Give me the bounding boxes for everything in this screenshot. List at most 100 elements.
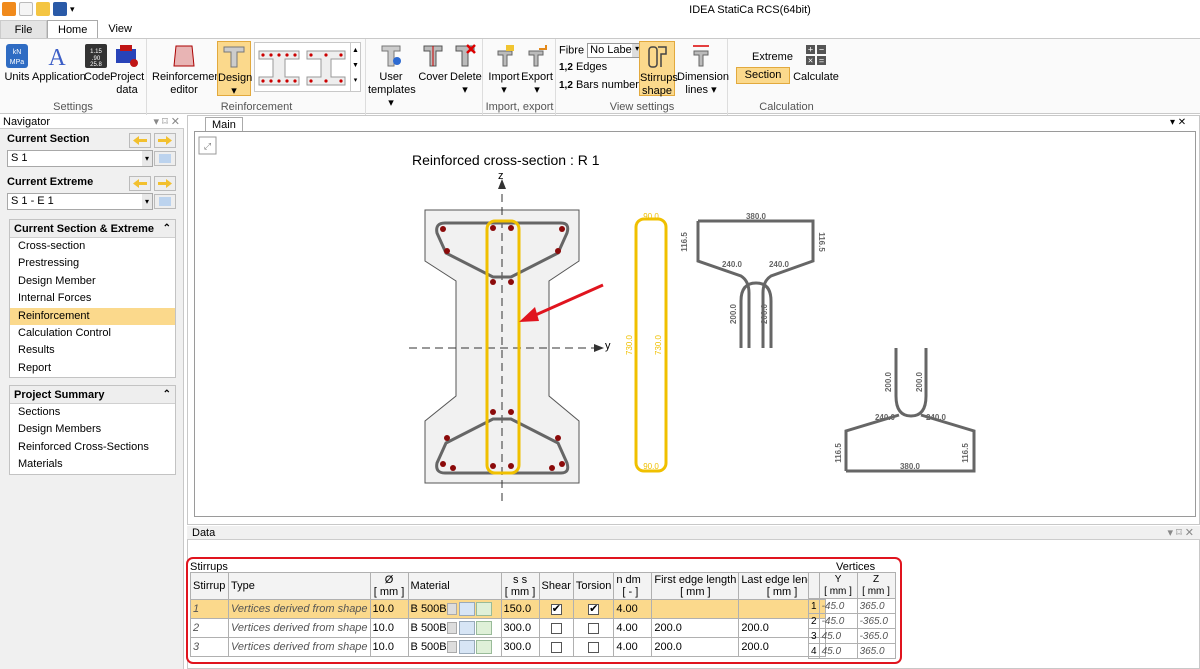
templates-gallery[interactable]: ▲▼▾ xyxy=(254,42,361,92)
material-dropdown-icon[interactable] xyxy=(446,622,457,634)
cell-material[interactable]: B 500B xyxy=(407,599,502,619)
delete-button[interactable]: Delete▾ xyxy=(450,43,482,97)
material-dropdown-icon[interactable] xyxy=(446,641,457,653)
extreme-action-button[interactable] xyxy=(154,194,176,209)
reinforcement-editor-button[interactable]: Reinforcement editor xyxy=(152,43,224,97)
nav-item-reinforced-cross-sections[interactable]: Reinforced Cross-Sections xyxy=(18,440,149,453)
open-folder-icon[interactable] xyxy=(36,2,50,16)
shear-checkbox[interactable] xyxy=(550,641,562,653)
cell-torsion[interactable] xyxy=(572,637,615,657)
application-button[interactable]: A Application xyxy=(32,45,86,83)
torsion-checkbox[interactable] xyxy=(588,641,600,653)
next-section-button[interactable] xyxy=(154,133,176,148)
import-button[interactable]: Import▾ xyxy=(486,43,522,97)
delete-icon xyxy=(455,44,476,67)
nav-item-prestressing[interactable]: Prestressing xyxy=(18,257,80,270)
prev-extreme-button[interactable] xyxy=(129,176,151,191)
torsion-checkbox[interactable] xyxy=(588,602,600,615)
cell-first-edge[interactable]: 200.0 xyxy=(651,618,740,638)
tab-view[interactable]: View xyxy=(108,23,132,35)
design-button[interactable]: Design▾ xyxy=(217,41,252,97)
cell-shear[interactable] xyxy=(538,618,574,638)
edit-material-icon[interactable] xyxy=(458,621,475,635)
shear-checkbox[interactable] xyxy=(550,622,562,634)
cell-last-edge[interactable]: 200.0 xyxy=(738,637,826,657)
tab-home[interactable]: Home xyxy=(47,20,99,39)
current-section-select[interactable]: S 1▾ xyxy=(7,150,153,167)
user-templates-button[interactable]: User templates ▾ xyxy=(368,43,416,110)
main-window-controls[interactable]: ▾ ✕ xyxy=(1170,117,1187,128)
collapse-icon[interactable]: ⌃ xyxy=(162,223,171,234)
torsion-checkbox[interactable] xyxy=(588,622,600,634)
export-button[interactable]: Export▾ xyxy=(520,43,554,97)
cover-button[interactable]: Cover xyxy=(418,43,448,84)
cell-ndm[interactable]: 4.00 xyxy=(613,637,653,657)
collapse-icon[interactable]: ⌃ xyxy=(162,389,171,400)
edit-material-icon[interactable] xyxy=(458,602,475,616)
dimension-lines-button[interactable]: Dimension lines ▾ xyxy=(677,43,729,97)
calculate-button[interactable]: +−×= Calculate xyxy=(793,44,839,84)
nav-item-internal-forces[interactable]: Internal Forces xyxy=(18,292,92,305)
cell-diameter[interactable]: 10.0 xyxy=(369,637,409,657)
refresh-icon[interactable] xyxy=(475,621,492,635)
cell-ndm[interactable]: 4.00 xyxy=(613,599,653,619)
section-action-button[interactable] xyxy=(154,151,176,166)
next-extreme-button[interactable] xyxy=(154,176,176,191)
cell-torsion[interactable] xyxy=(572,599,615,619)
fibre-dropdown-icon: ▾ xyxy=(632,44,643,57)
edges-toggle[interactable]: 1,2 Edges xyxy=(559,61,608,73)
panel-pin-close-icon[interactable]: ▾ ⌑ ✕ xyxy=(153,116,181,128)
qat-dropdown-icon[interactable]: ▾ xyxy=(70,4,75,14)
current-extreme-select[interactable]: S 1 - E 1▾ xyxy=(7,193,153,210)
refresh-icon[interactable] xyxy=(475,640,492,654)
cell-first-edge[interactable]: 200.0 xyxy=(651,637,740,657)
col-torsion: Torsion xyxy=(572,572,615,600)
tab-main[interactable]: Main xyxy=(205,117,243,132)
table-row[interactable]: 1 Vertices derived from shape 10.0 B 500… xyxy=(190,599,826,619)
nav-item-sections[interactable]: Sections xyxy=(18,406,61,418)
cell-first-edge[interactable] xyxy=(651,599,740,619)
fibre-select[interactable]: No Label▾ xyxy=(587,43,644,58)
nav-item-calculation-control[interactable]: Calculation Control xyxy=(18,326,111,339)
shear-checkbox[interactable] xyxy=(550,602,562,615)
tab-file[interactable]: File xyxy=(0,20,47,39)
project-data-button[interactable]: Project data xyxy=(110,43,144,97)
cell-shear[interactable] xyxy=(538,637,574,657)
drawing-canvas[interactable]: ⤢ Reinforced cross-section : R 1 z y 90.… xyxy=(194,131,1196,517)
shape3-slant-right-dim: 240.0 xyxy=(926,413,947,422)
nav-item-results[interactable]: Results xyxy=(18,344,55,357)
refresh-icon[interactable] xyxy=(475,602,492,616)
section-extreme-header[interactable]: Current Section & Extreme⌃ xyxy=(10,220,175,238)
nav-item-design-member[interactable]: Design Member xyxy=(18,274,96,287)
nav-item-reinforcement[interactable]: Reinforcement xyxy=(10,307,175,325)
fit-view-button[interactable] xyxy=(198,136,217,155)
nav-item-materials[interactable]: Materials xyxy=(18,458,63,471)
cell-ndm[interactable]: 4.00 xyxy=(613,618,653,638)
data-panel-controls-icon[interactable]: ▾ ⌑ ✕ xyxy=(1167,527,1195,539)
stirrups-shape-button[interactable]: Stirrups shape xyxy=(639,41,678,97)
gallery-scroll[interactable]: ▲▼▾ xyxy=(350,43,360,91)
cell-material[interactable]: B 500B xyxy=(407,637,502,657)
cell-ss[interactable]: 150.0 xyxy=(500,599,540,619)
save-icon[interactable] xyxy=(53,2,67,16)
section-option[interactable]: Section xyxy=(736,67,790,84)
project-summary-header[interactable]: Project Summary⌃ xyxy=(10,386,175,404)
new-file-icon[interactable] xyxy=(19,2,33,16)
col-diameter: Ø[ mm ] xyxy=(369,572,409,600)
nav-item-report[interactable]: Report xyxy=(18,361,52,374)
shape3-leg-left-dim: 200.0 xyxy=(884,371,893,392)
cell-last-edge[interactable] xyxy=(738,599,826,619)
table-row[interactable]: 3 Vertices derived from shape 10.0 B 500… xyxy=(190,637,826,657)
bars-numbers-toggle[interactable]: 1,2 Bars numbers xyxy=(559,79,645,91)
material-dropdown-icon[interactable] xyxy=(446,603,457,615)
nav-item-design-members[interactable]: Design Members xyxy=(18,423,102,436)
extreme-option[interactable]: Extreme xyxy=(752,51,793,63)
edit-material-icon[interactable] xyxy=(458,640,475,654)
prev-section-button[interactable] xyxy=(129,133,151,148)
cell-ss[interactable]: 300.0 xyxy=(500,618,540,638)
nav-item-cross-section[interactable]: Cross-section xyxy=(18,240,86,252)
